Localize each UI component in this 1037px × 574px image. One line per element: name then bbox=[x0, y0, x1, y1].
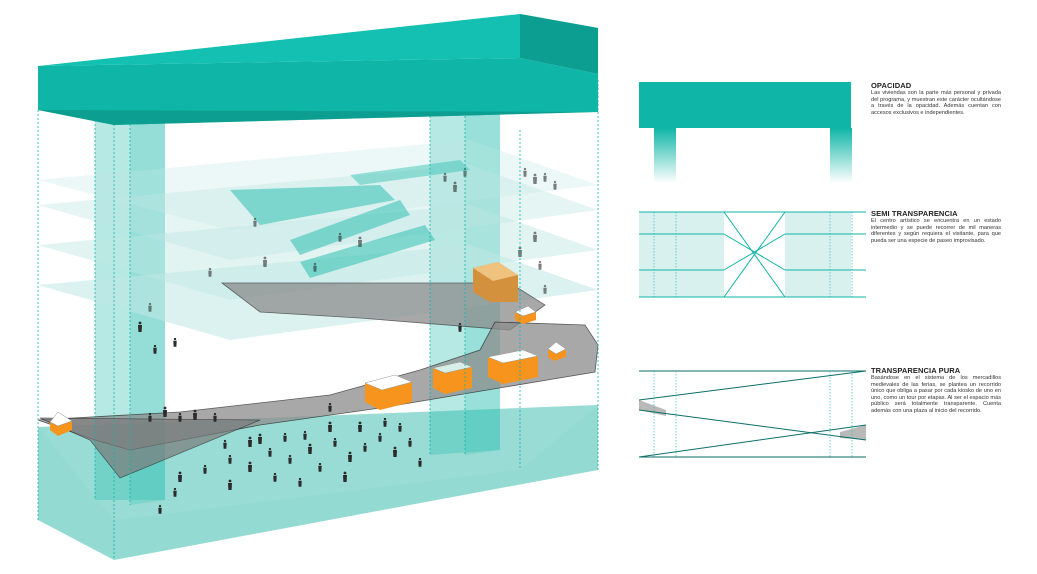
roof-block-underside bbox=[38, 110, 598, 125]
person-silhouette bbox=[523, 167, 527, 177]
person-silhouette bbox=[553, 180, 557, 190]
person-silhouette bbox=[173, 487, 177, 497]
people-crowd bbox=[138, 167, 557, 514]
semi-transparency-icon bbox=[639, 211, 866, 298]
person-silhouette bbox=[258, 433, 262, 444]
person-silhouette bbox=[318, 462, 322, 472]
person-silhouette bbox=[288, 454, 292, 464]
person-silhouette bbox=[343, 471, 347, 482]
ramp-4 bbox=[350, 160, 470, 185]
person-silhouette bbox=[378, 432, 382, 442]
person-silhouette bbox=[538, 260, 542, 270]
person-silhouette bbox=[358, 421, 362, 432]
person-silhouette bbox=[348, 451, 352, 462]
person-silhouette bbox=[163, 406, 167, 417]
ramp-1 bbox=[230, 185, 395, 225]
person-silhouette bbox=[208, 267, 212, 277]
person-silhouette bbox=[393, 446, 397, 457]
person-silhouette bbox=[418, 457, 422, 467]
person-silhouette bbox=[228, 479, 232, 490]
person-silhouette bbox=[268, 447, 272, 457]
person-silhouette bbox=[248, 461, 252, 472]
person-silhouette bbox=[153, 344, 157, 354]
legend-title-opacity: OPACIDAD bbox=[871, 81, 912, 90]
person-silhouette bbox=[303, 430, 307, 440]
outline-dotted-lines bbox=[37, 80, 599, 560]
person-silhouette bbox=[313, 262, 317, 272]
person-silhouette bbox=[358, 236, 362, 247]
person-silhouette bbox=[543, 284, 547, 294]
roof-block-top bbox=[38, 14, 598, 66]
person-silhouette bbox=[408, 437, 412, 447]
person-silhouette bbox=[453, 181, 457, 192]
person-silhouette bbox=[228, 454, 232, 464]
person-silhouette bbox=[223, 439, 227, 449]
person-silhouette bbox=[263, 256, 267, 267]
legend-body-pure-transparency: Basándose en el sistema de los mercadill… bbox=[871, 375, 1001, 414]
opacity-icon bbox=[639, 82, 852, 183]
person-silhouette bbox=[148, 302, 152, 312]
person-silhouette bbox=[333, 437, 337, 447]
person-silhouette bbox=[338, 232, 342, 242]
person-silhouette bbox=[458, 322, 462, 332]
person-silhouette bbox=[543, 172, 547, 182]
person-silhouette bbox=[178, 471, 182, 482]
person-silhouette bbox=[193, 409, 197, 420]
ramp-3 bbox=[300, 225, 435, 278]
person-silhouette bbox=[158, 504, 162, 514]
person-silhouette bbox=[533, 173, 537, 184]
floor-2 bbox=[38, 205, 598, 300]
person-silhouette bbox=[363, 442, 367, 452]
roof-block-front bbox=[38, 58, 598, 125]
roof-block-side bbox=[520, 14, 598, 74]
pure-transparency-icon bbox=[638, 370, 867, 458]
person-silhouette bbox=[138, 321, 142, 332]
person-silhouette bbox=[248, 436, 252, 447]
person-silhouette bbox=[273, 472, 277, 482]
person-silhouette bbox=[298, 477, 302, 487]
legend-body-opacity: Las viviendas son la parte más personal … bbox=[871, 90, 1001, 116]
person-silhouette bbox=[443, 172, 447, 182]
person-silhouette bbox=[178, 412, 182, 422]
legend-title-pure-transparency: TRANSPARENCIA PURA bbox=[871, 366, 961, 375]
person-silhouette bbox=[253, 217, 257, 227]
person-silhouette bbox=[533, 231, 537, 242]
legend-body-semi-transparency: El centro artístico se encuentra en un e… bbox=[871, 218, 1001, 244]
floor-4 bbox=[38, 140, 598, 230]
person-silhouette bbox=[148, 412, 152, 422]
person-silhouette bbox=[383, 417, 387, 427]
person-silhouette bbox=[308, 443, 312, 454]
person-silhouette bbox=[328, 421, 332, 432]
kiosk-group bbox=[49, 262, 567, 436]
ramp-2 bbox=[290, 200, 410, 255]
person-silhouette bbox=[213, 412, 217, 422]
person-silhouette bbox=[328, 402, 332, 412]
person-silhouette bbox=[173, 337, 177, 347]
legend-title-semi-transparency: SEMI TRANSPARENCIA bbox=[871, 209, 958, 218]
person-silhouette bbox=[398, 422, 402, 432]
person-silhouette bbox=[283, 432, 287, 442]
person-silhouette bbox=[203, 464, 207, 474]
